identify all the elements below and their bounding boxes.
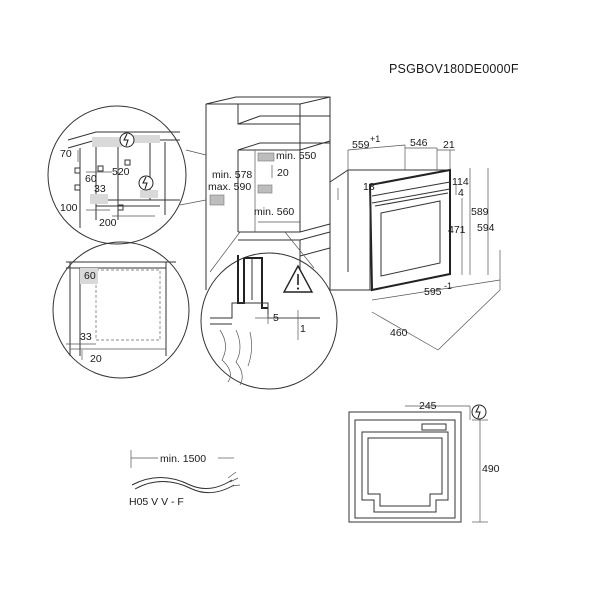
oven-d18: 18 (363, 181, 375, 193)
oven-d559: 559 (352, 139, 370, 151)
cab-max590: max. 590 (208, 181, 251, 193)
warning-triangle-icon (282, 264, 314, 293)
oven-d460: 460 (390, 327, 408, 339)
right-d1: 1 (300, 323, 306, 335)
top-d200: 200 (99, 217, 117, 229)
left-d60: 60 (84, 270, 96, 282)
power-plug-icon (471, 404, 487, 420)
top-d520: 520 (112, 166, 130, 178)
left-d33: 33 (80, 331, 92, 343)
oven-d595-sup: -1 (444, 281, 452, 291)
oven-d21: 21 (443, 139, 455, 151)
cable-length: min. 1500 (160, 453, 206, 465)
power-plug-icon (138, 175, 154, 191)
top-d70: 70 (60, 148, 72, 160)
model-code: PSGBOV180DE0000F (389, 62, 519, 76)
oven-drawing (329, 144, 501, 351)
power-plug-icon (119, 132, 135, 148)
oven-d595: 595 (424, 286, 442, 298)
left-d20: 20 (90, 353, 102, 365)
oven-d114: 114 (452, 176, 469, 188)
detail-circle-top (47, 105, 207, 245)
oven-d559-sup: +1 (370, 134, 380, 144)
oven-d546: 546 (410, 137, 428, 149)
detail-circle-right (200, 231, 338, 390)
top-d60: 60 (85, 173, 97, 185)
rear-d490: 490 (482, 463, 500, 475)
cab-min560: min. 560 (254, 206, 294, 218)
rear-d245: 245 (419, 400, 437, 412)
oven-d594: 594 (477, 222, 495, 234)
cab-d20: 20 (277, 167, 289, 179)
top-d100: 100 (60, 202, 78, 214)
rear-view (348, 405, 488, 523)
cab-min578: min. 578 (212, 169, 252, 181)
cab-min550: min. 550 (276, 150, 316, 162)
oven-d471: 471 (448, 224, 466, 236)
power-cable (130, 450, 241, 494)
cable-type: H05 V V - F (129, 496, 184, 508)
right-d5: 5 (273, 312, 279, 324)
oven-d589: 589 (471, 206, 489, 218)
oven-d4: 4 (458, 187, 464, 199)
cabinet-drawing (205, 96, 331, 290)
top-d33: 33 (94, 183, 106, 195)
detail-circle-left (52, 241, 190, 379)
